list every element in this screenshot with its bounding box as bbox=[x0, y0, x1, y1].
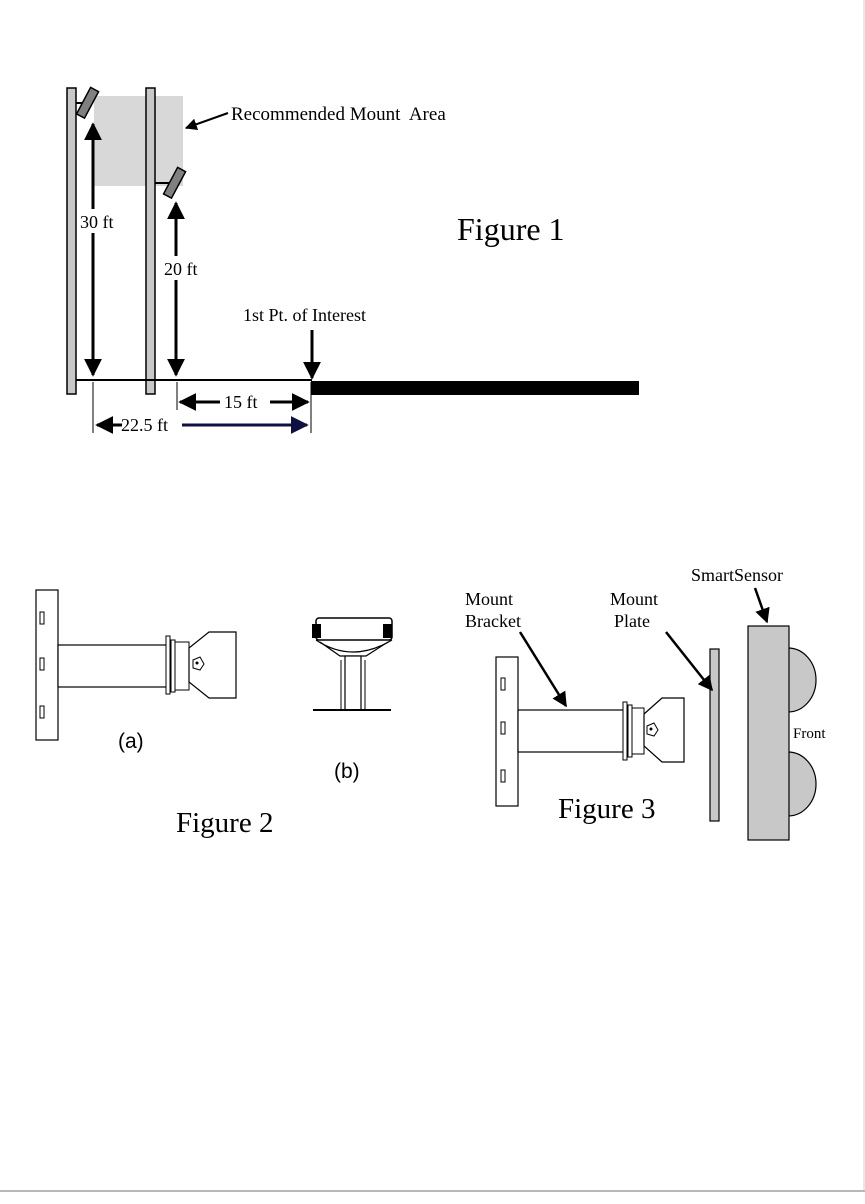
point-of-interest-label: 1st Pt. of Interest bbox=[243, 305, 366, 325]
figure-2: (a) (b) Figure 2 bbox=[36, 590, 392, 839]
smartsensor-label: SmartSensor bbox=[691, 565, 783, 585]
figure-2-title: Figure 2 bbox=[176, 807, 273, 839]
mount-bracket-label-line1: Mount bbox=[465, 589, 513, 609]
pole-far bbox=[67, 88, 76, 394]
figure-1: Recommended Mount Area 30 ft 20 ft 1st P… bbox=[67, 87, 639, 435]
mount-plate-arrow bbox=[666, 632, 712, 690]
height-30-label: 30 ft bbox=[80, 212, 114, 232]
mount-bracket bbox=[496, 657, 684, 806]
distance-22-5-label: 22.5 ft bbox=[121, 415, 168, 435]
sensor-front-label: Front bbox=[793, 726, 826, 742]
mount-plate-label-line2: Plate bbox=[614, 611, 650, 631]
height-20-label: 20 ft bbox=[164, 259, 198, 279]
figure-2b-label: (b) bbox=[334, 760, 360, 783]
mount-bracket-arrow bbox=[520, 632, 566, 706]
recommended-mount-area bbox=[94, 96, 183, 186]
mount-plate-label-line1: Mount bbox=[610, 589, 658, 609]
figure-3-title: Figure 3 bbox=[558, 793, 655, 825]
figure-1-title: Figure 1 bbox=[457, 211, 565, 247]
mount-area-label: Recommended Mount Area bbox=[231, 104, 446, 125]
bracket-top-view bbox=[312, 618, 392, 711]
mount-plate bbox=[710, 649, 719, 821]
pole-near bbox=[146, 88, 155, 394]
smartsensor-arrow bbox=[755, 588, 767, 622]
figure-3: Mount Bracket Mount Plate SmartSensor Fr… bbox=[465, 565, 826, 840]
distance-15-label: 15 ft bbox=[224, 392, 258, 412]
mount-bracket-label-line2: Bracket bbox=[465, 611, 521, 631]
bracket-side-view bbox=[36, 590, 236, 740]
road bbox=[311, 381, 639, 395]
mount-area-arrow bbox=[186, 113, 228, 128]
figure-2a-label: (a) bbox=[118, 730, 144, 753]
